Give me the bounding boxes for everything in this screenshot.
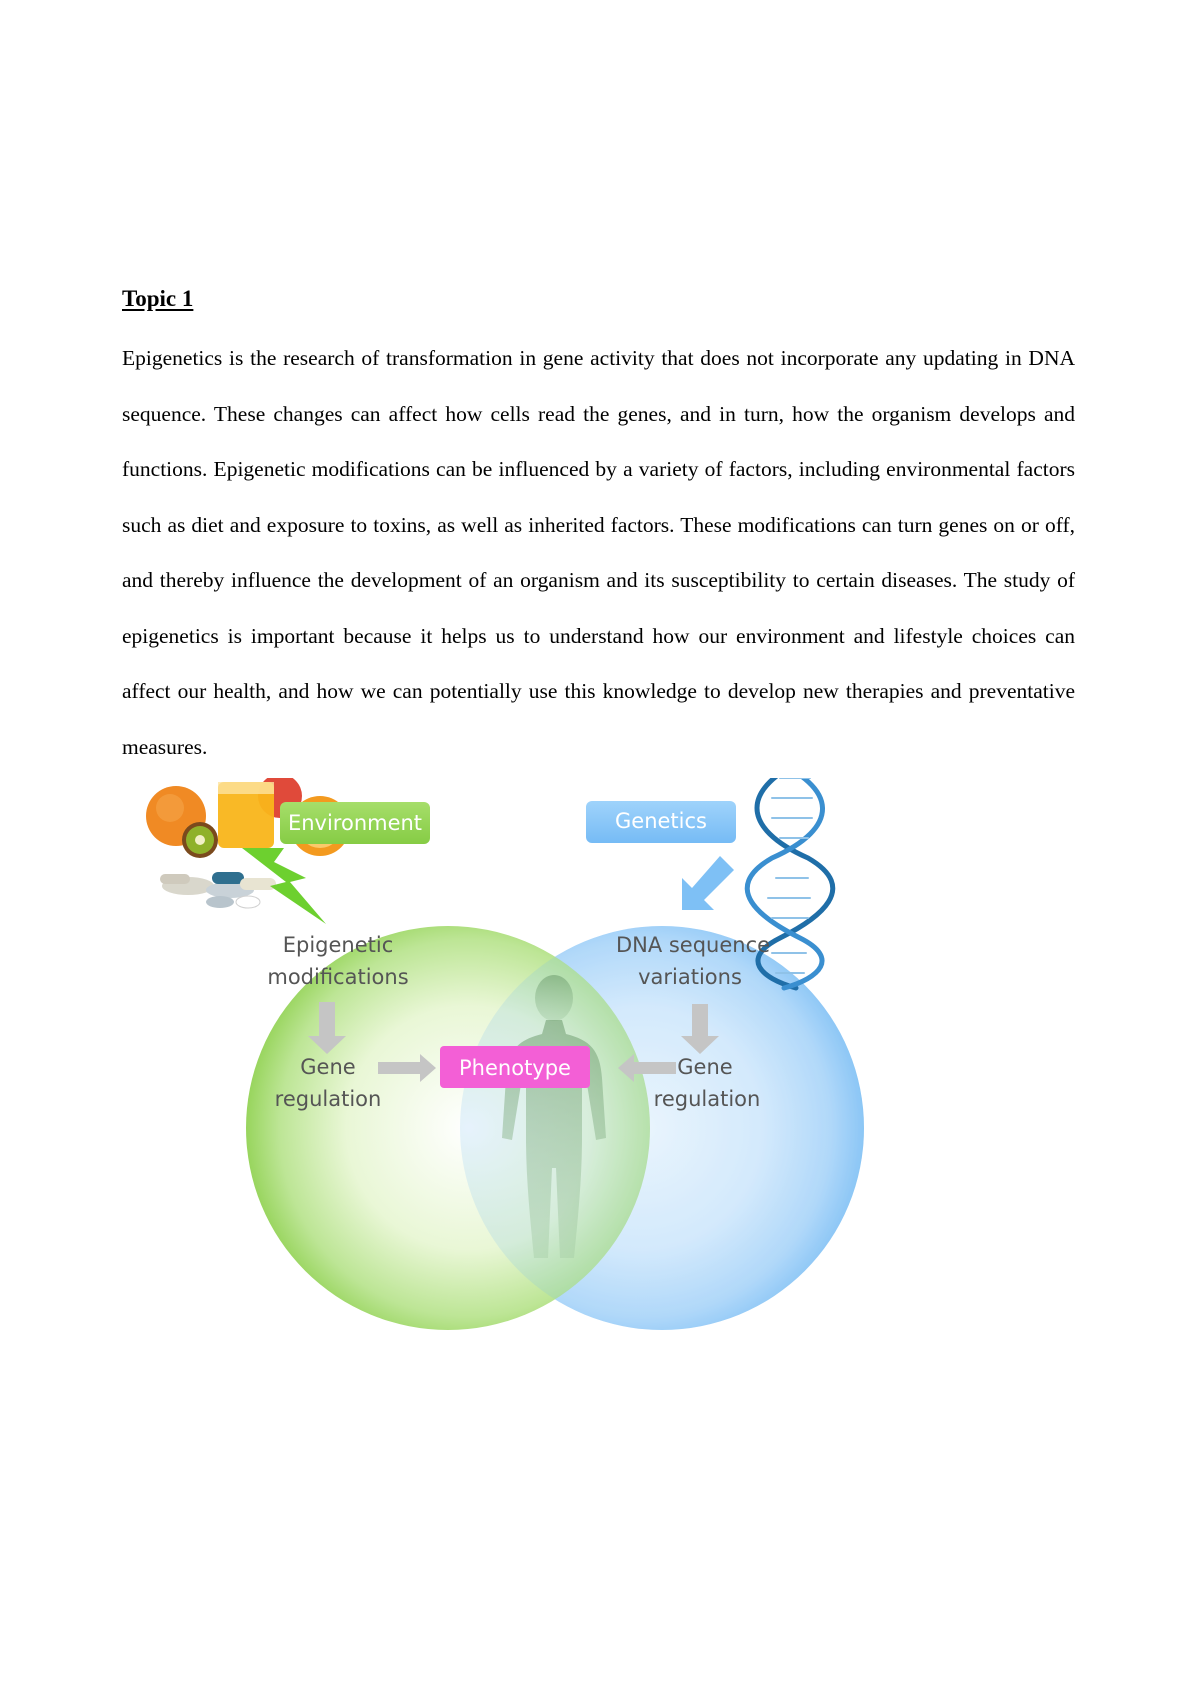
venn-diagram: Environment Genetics (146, 778, 864, 1330)
left-gene-regulation-line2: regulation (275, 1087, 382, 1111)
epigenetics-venn-figure: Environment Genetics (120, 778, 880, 1340)
body-paragraph: Epigenetics is the research of transform… (122, 346, 1075, 759)
left-to-phenotype-arrow-icon (378, 1054, 436, 1082)
epigenetic-modifications-line1: Epigenetic (283, 933, 394, 957)
right-gene-regulation-line2: regulation (654, 1087, 761, 1111)
left-down-arrow-icon (308, 1002, 346, 1054)
left-gene-regulation-line1: Gene (300, 1055, 355, 1079)
genetics-arrow-icon (682, 856, 734, 910)
right-gene-regulation-line1: Gene (677, 1055, 732, 1079)
topic-heading: Topic 1 (122, 286, 194, 311)
dna-sequence-variations-line2: variations (638, 965, 742, 989)
document-body: Topic 1 Epigenetics is the research of t… (122, 283, 1075, 775)
genetics-label-box: Genetics (586, 801, 736, 843)
pills-icon (160, 872, 276, 909)
phenotype-label: Phenotype (459, 1056, 571, 1080)
environment-label-box: Environment (280, 802, 430, 844)
epigenetic-modifications-line2: modifications (267, 965, 408, 989)
lightning-arrow-icon (242, 848, 326, 924)
phenotype-box: Phenotype (440, 1046, 590, 1088)
dna-sequence-variations-line1: DNA sequence (616, 933, 770, 957)
environment-label: Environment (288, 811, 422, 835)
right-to-phenotype-arrow-icon (618, 1054, 676, 1082)
right-down-arrow-icon (681, 1004, 719, 1054)
dna-helix-icon (744, 778, 836, 991)
genetics-label: Genetics (615, 809, 707, 833)
